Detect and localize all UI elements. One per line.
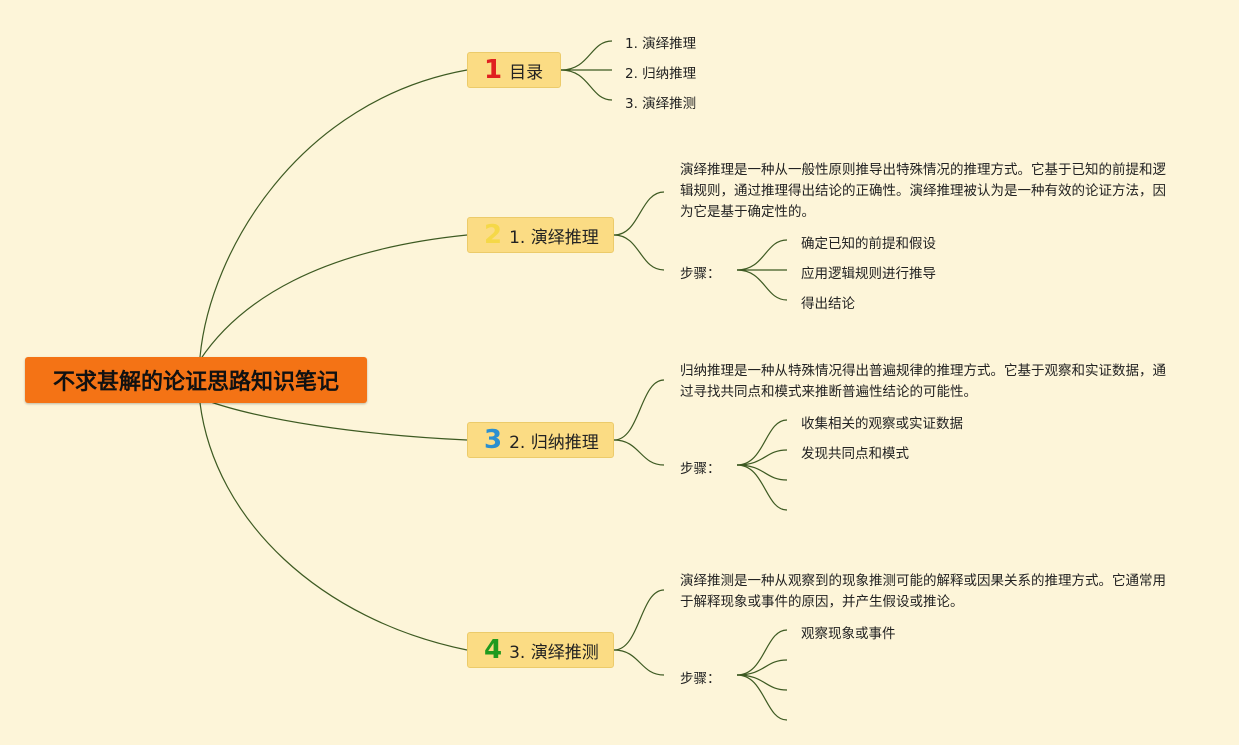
link-t2-s3 [736,269,788,301]
link-t3-s2 [736,449,788,466]
link-t1-c3 [560,69,613,101]
topic-deductive-speculation[interactable]: 4 3. 演绎推测 [467,632,614,668]
link-root-topic1 [199,69,468,358]
step-item[interactable]: 收集相关的观察或实证数据 [801,416,963,432]
step-item[interactable]: 确定已知的前提和假设 [801,236,936,252]
topic-description: 归纳推理是一种从特殊情况得出普遍规律的推理方式。它基于观察和实证数据，通过寻找共… [680,363,1166,400]
step-item[interactable]: 观察现象或事件 [801,626,896,642]
number-3-icon: 3 [484,425,503,455]
steps-label: 步骤： [680,266,721,282]
link-root-topic2 [199,234,468,361]
topic-deduction[interactable]: 2 1. 演绎推理 [467,217,614,253]
link-t3-steps [613,439,665,466]
toc-item[interactable]: 2. 归纳推理 [625,66,697,82]
root-topic[interactable]: 不求甚解的论证思路知识笔记 [25,357,367,403]
link-root-topic4 [199,402,468,651]
topic-label: 2. 归纳推理 [509,432,599,453]
topic-label: 3. 演绎推测 [509,642,599,663]
toc-item[interactable]: 1. 演绎推理 [625,36,697,52]
step-item[interactable]: 得出结论 [801,296,855,312]
topic-toc[interactable]: 1 目录 [467,52,561,88]
number-1-icon: 1 [484,55,503,85]
link-t4-steps [613,649,665,676]
link-t2-desc [613,191,665,236]
root-title: 不求甚解的论证思路知识笔记 [52,370,339,395]
step-item[interactable]: 应用逻辑规则进行推导 [801,266,936,282]
link-t4-s4 [736,674,788,721]
link-t4-s3 [736,674,788,691]
steps-label: 步骤： [680,461,721,477]
link-t1-c1 [560,40,613,71]
toc-item[interactable]: 3. 演绎推测 [625,96,697,112]
link-t2-steps [613,234,665,271]
link-t3-s1 [736,419,788,466]
topic-description: 演绎推理是一种从一般性原则推导出特殊情况的推理方式。它基于已知的前提和逻辑规则，… [680,162,1166,220]
link-t3-desc [613,379,665,441]
topic-label: 1. 演绎推理 [509,227,599,248]
number-4-icon: 4 [484,635,503,665]
link-t4-desc [613,589,665,651]
link-root-topic3 [204,399,468,441]
steps-label: 步骤： [680,671,721,687]
topic-induction[interactable]: 3 2. 归纳推理 [467,422,614,458]
number-2-icon: 2 [484,220,503,250]
link-t3-s4 [736,464,788,511]
topic-label: 目录 [509,62,544,83]
link-t3-s3 [736,464,788,481]
link-t4-s2 [736,659,788,676]
step-item[interactable]: 发现共同点和模式 [801,446,909,462]
link-t4-s1 [736,629,788,676]
link-t2-s1 [736,239,788,271]
topic-description: 演绎推测是一种从观察到的现象推测可能的解释或因果关系的推理方式。它通常用于解释现… [680,573,1166,610]
